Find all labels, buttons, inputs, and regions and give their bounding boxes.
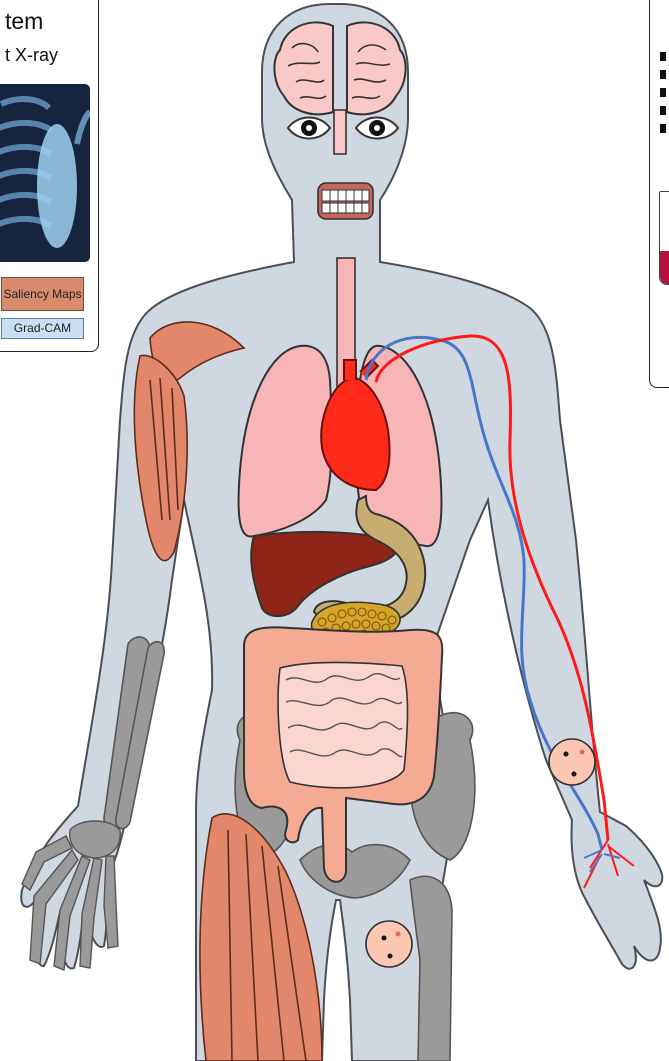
grad-cam-button[interactable]: Grad-CAM [1, 318, 84, 339]
cell-icon-arm [549, 739, 595, 785]
panel-subtitle: t X-ray [5, 45, 58, 66]
bullet-list [660, 52, 666, 142]
bullet-mark [660, 70, 666, 79]
bullet-mark [660, 88, 666, 97]
saliency-maps-button[interactable]: Saliency Maps [1, 277, 84, 311]
bullet-mark [660, 106, 666, 115]
cell-icon-pelvis [366, 921, 412, 967]
tube-fill [660, 251, 669, 284]
panel-title: tem [5, 8, 43, 35]
xai-panel: tem t X-ray Saliency Maps Grad-CAM [0, 0, 99, 352]
chest-xray-icon [0, 84, 90, 262]
teeth-icon [318, 183, 373, 219]
eye-icon-left [288, 118, 330, 139]
lab-panel [649, 0, 669, 388]
test-tube-icon [659, 191, 669, 285]
bullet-mark [660, 52, 666, 61]
eye-icon-right [356, 118, 398, 139]
bullet-mark [660, 124, 666, 133]
